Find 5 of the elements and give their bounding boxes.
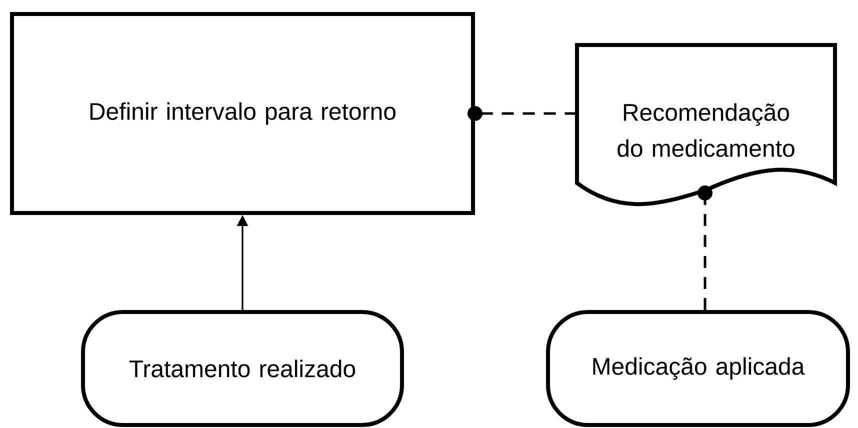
event-box: Medicação aplicada [546, 310, 850, 427]
connector [698, 186, 712, 310]
process-box: Definir intervalo para retorno [10, 12, 475, 215]
connector [468, 106, 577, 121]
event-box: Tratamento realizado [81, 310, 404, 427]
